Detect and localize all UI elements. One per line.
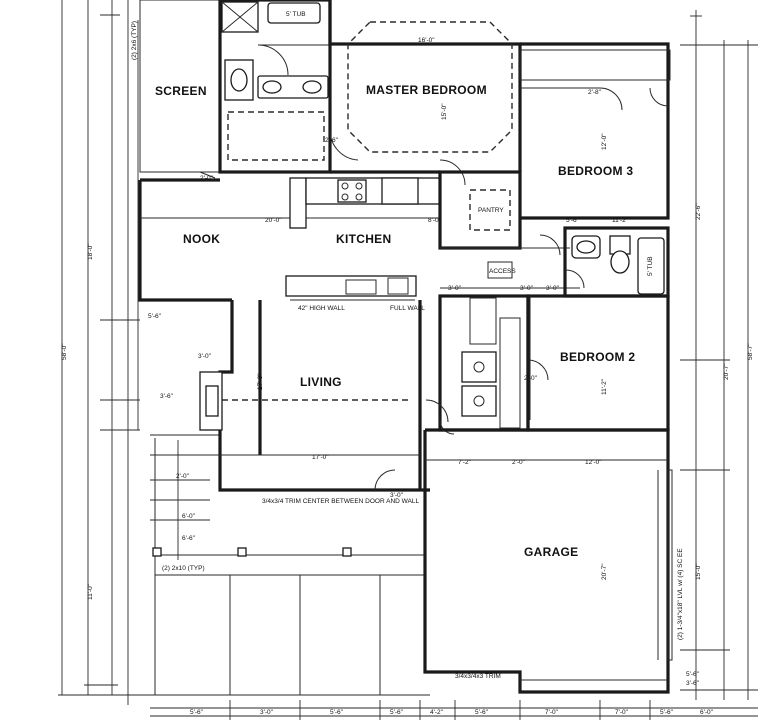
beam-note-garage: (2) 1-3/4"x18" LVL w/ (4) SC EE xyxy=(677,548,684,640)
dim-bot-a: 5'-6" xyxy=(190,709,204,716)
right-dimension-lines xyxy=(680,10,758,700)
slab-note: 3/4x3/4x3 TRIM xyxy=(455,673,501,680)
dim-left-e: 6'-0" xyxy=(182,513,196,520)
tub2-note: 5' TUB xyxy=(647,256,654,276)
dim-door-a: 2'-0" xyxy=(200,175,214,182)
dimension-labels: 16'-0" 20'-0" 8'-0" 11'-2" 5'-6" 17'-0" … xyxy=(61,37,754,716)
pantry-note: PANTRY xyxy=(478,207,504,214)
dim-left-b: 3'-0" xyxy=(198,353,212,360)
bottom-dimension-lines xyxy=(150,700,758,720)
dim-master-width: 16'-0" xyxy=(418,37,435,44)
dim-left-a: 5'-6" xyxy=(148,313,162,320)
plan-notes: (2) 2x6 (TYP) (2) 2x10 (TYP) (2) 1-3/4"x… xyxy=(131,11,684,680)
dim-bot-e: 4'-2" xyxy=(430,709,444,716)
room-label-screen: SCREEN xyxy=(155,84,207,98)
dim-left-c: 3'-6" xyxy=(160,393,174,400)
dim-garage-depth: 20'-7" xyxy=(601,563,608,580)
dim-right-sub1: 22'-6" xyxy=(695,203,702,220)
laundry xyxy=(425,294,530,435)
hall-bath xyxy=(563,226,670,298)
dim-left-sub2: 11'-0" xyxy=(87,583,94,600)
dim-bot-i: 5'-6" xyxy=(660,709,674,716)
dim-bot-d: 5'-6" xyxy=(390,709,404,716)
dim-kitchen-run: 20'-0" xyxy=(265,217,282,224)
dim-bot-j: 6'-0" xyxy=(700,709,714,716)
access-note: ACCESS xyxy=(489,268,516,275)
dim-hall-a: 3'-0" xyxy=(448,285,462,292)
dim-bot-h: 7'-0" xyxy=(615,709,629,716)
room-label-master-bedroom: MASTER BEDROOM xyxy=(366,83,487,97)
room-label-garage: GARAGE xyxy=(524,545,578,559)
room-label-kitchen: KITCHEN xyxy=(336,232,391,246)
dim-bed3-depth: 12'-0" xyxy=(601,133,608,150)
dim-living-depth: 17'-0" xyxy=(257,373,264,390)
room-labels: SCREEN MASTER BEDROOM BEDROOM 3 NOOK KIT… xyxy=(155,83,635,559)
dim-hall-c: 3'-0" xyxy=(546,285,560,292)
dim-door-b: 2'-6" xyxy=(325,137,339,144)
dim-bed3-width2: 5'-6" xyxy=(566,217,580,224)
dim-left-f: 6'-6" xyxy=(182,535,196,542)
beam-note-porch: (2) 2x10 (TYP) xyxy=(162,565,205,572)
dim-bed2-depth: 11'-2" xyxy=(601,378,608,395)
dim-living-width: 17'-0" xyxy=(312,454,329,461)
bedroom-3 xyxy=(519,42,671,220)
master-bath xyxy=(218,0,332,174)
room-label-nook: NOOK xyxy=(183,232,220,246)
dim-right-a: 3'-6" xyxy=(686,680,700,687)
dim-garage-top-c: 12'-0" xyxy=(585,459,602,466)
dim-door-e: 2'-0" xyxy=(524,375,538,382)
dim-master-depth: 15'-0" xyxy=(441,103,448,120)
dim-left-sub1: 18'-0" xyxy=(87,243,94,260)
dim-right-total: 58'-7" xyxy=(747,343,754,360)
bar-wall-note: 42" HIGH WALL xyxy=(298,305,345,312)
dim-right-b: 5'-6" xyxy=(686,671,700,678)
beam-note-top: (2) 2x6 (TYP) xyxy=(131,21,138,60)
dim-garage-top-a: 7'-2" xyxy=(458,459,472,466)
dim-left-total: 58'-0" xyxy=(61,343,68,360)
full-wall-note: FULL WALL xyxy=(390,305,425,312)
dim-bot-c: 5'-6" xyxy=(330,709,344,716)
tub-note: 5' TUB xyxy=(286,11,306,18)
dim-door-c: 2'-8" xyxy=(588,89,602,96)
pantry-hall xyxy=(438,170,580,289)
dim-bot-b: 3'-0" xyxy=(260,709,274,716)
dim-hall-b: 3'-0" xyxy=(520,285,534,292)
dim-door-d: 3'-0" xyxy=(390,492,404,499)
left-dimension-lines xyxy=(58,0,230,705)
dim-bot-g: 7'-0" xyxy=(545,709,559,716)
living-room xyxy=(150,300,430,492)
nook-kitchen xyxy=(138,177,441,302)
front-porch xyxy=(152,438,430,696)
dim-kitchen-right: 8'-0" xyxy=(428,217,442,224)
dim-bot-f: 5'-6" xyxy=(475,709,489,716)
room-label-bedroom-3: BEDROOM 3 xyxy=(558,164,633,178)
room-label-bedroom-2: BEDROOM 2 xyxy=(560,350,635,364)
dim-right-sub3: 15'-0" xyxy=(695,563,702,580)
dim-right-sub2: 20'-7" xyxy=(723,363,730,380)
dim-left-d: 2'-0" xyxy=(176,473,190,480)
master-bedroom xyxy=(328,0,522,186)
dim-bed3-width: 11'-2" xyxy=(612,217,629,224)
dim-garage-top-b: 2'-0" xyxy=(512,459,526,466)
trim-center-note: 3/4x3/4 TRIM CENTER BETWEEN DOOR AND WAL… xyxy=(262,498,419,505)
garage xyxy=(423,428,673,694)
room-label-living: LIVING xyxy=(300,375,342,389)
